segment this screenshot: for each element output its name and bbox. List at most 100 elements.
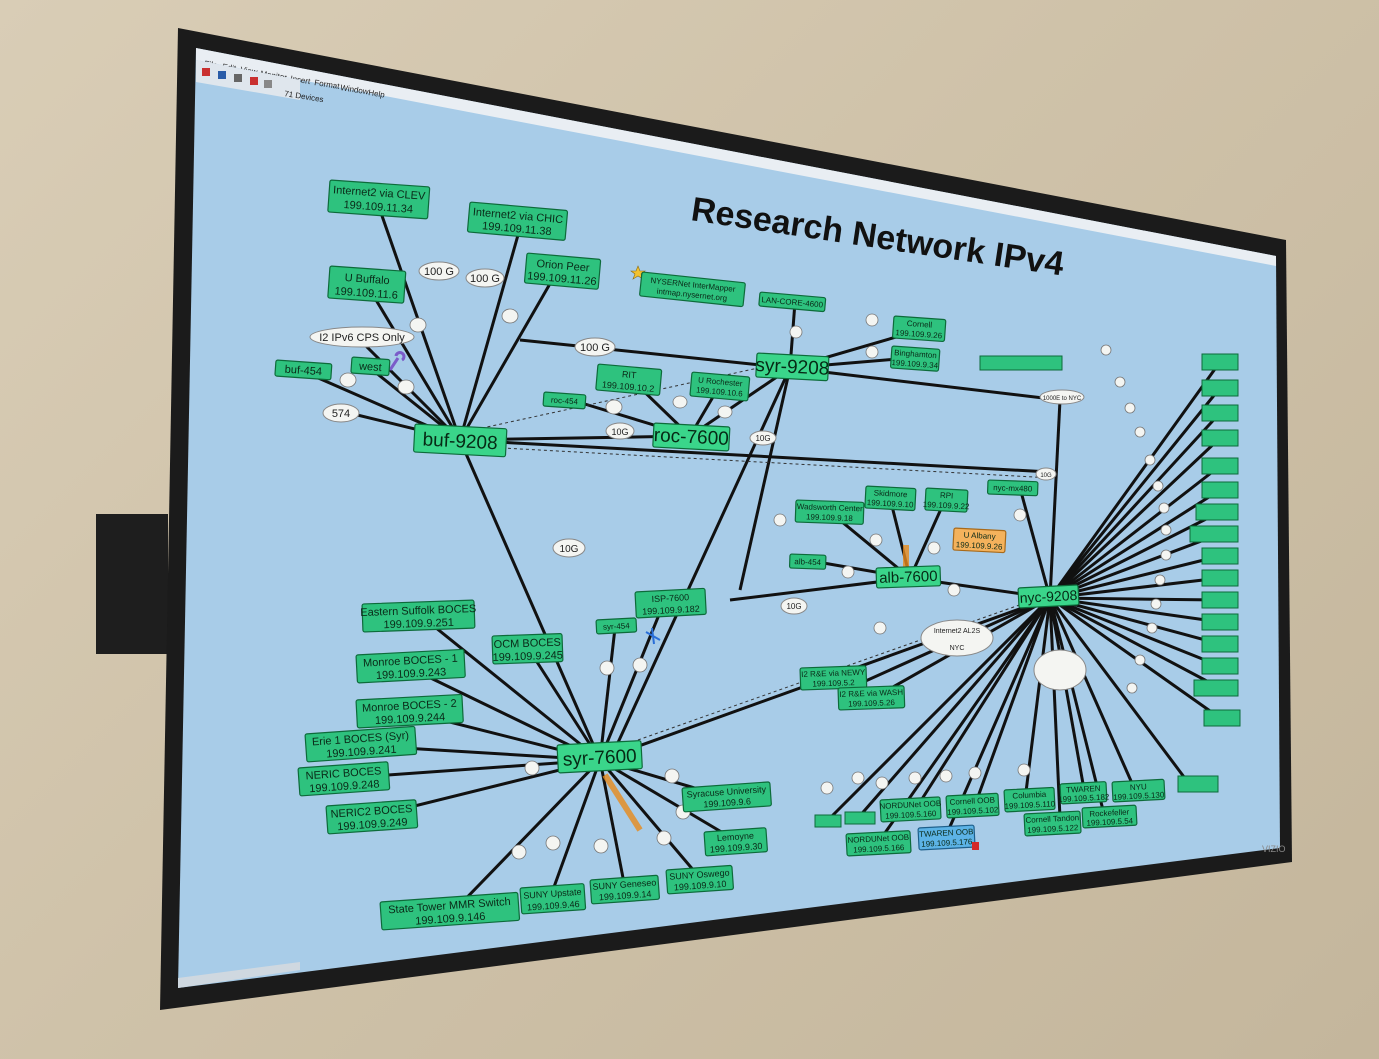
- svg-text:199.109.9.241: 199.109.9.241: [326, 744, 397, 761]
- svg-text:Cornell OOB: Cornell OOB: [949, 795, 995, 806]
- toolbar-button-1[interactable]: [202, 68, 210, 76]
- node-nyc-9208[interactable]: nyc-9208: [1017, 584, 1080, 609]
- menu-window[interactable]: Window: [340, 83, 370, 96]
- svg-text:574: 574: [332, 408, 350, 420]
- node-alb-7600[interactable]: alb-7600: [875, 565, 942, 589]
- svg-text:199.109.5.182: 199.109.5.182: [1058, 792, 1110, 804]
- node-right-3[interactable]: [1201, 404, 1239, 422]
- menu-help[interactable]: Help: [368, 88, 386, 100]
- menu-format[interactable]: Format: [314, 78, 341, 91]
- node-erie1-boces[interactable]: Erie 1 BOCES (Syr)199.109.9.241: [304, 725, 418, 763]
- node-right-5[interactable]: [1201, 457, 1239, 475]
- node-right-7[interactable]: [1195, 503, 1239, 521]
- svg-text:buf-9208: buf-9208: [422, 429, 498, 454]
- node-right-9[interactable]: [1201, 547, 1239, 565]
- svg-text:Rockefeller: Rockefeller: [1089, 808, 1130, 819]
- node-right-8[interactable]: [1189, 525, 1239, 543]
- node-syr-9208[interactable]: syr-9208: [755, 352, 830, 382]
- link-label-10g-5: 10G: [1035, 467, 1057, 481]
- toolbar-button-3[interactable]: [234, 74, 242, 82]
- node-alb-454[interactable]: alb-454: [788, 553, 827, 570]
- toolbar-button-5[interactable]: [264, 80, 272, 88]
- node-right-14[interactable]: [1201, 657, 1239, 675]
- node-right-6[interactable]: [1201, 481, 1239, 499]
- svg-text:ISP-7600: ISP-7600: [651, 592, 689, 604]
- toolbar-button-4[interactable]: [250, 77, 258, 85]
- node-lan-core-4600[interactable]: LAN-CORE-4600: [758, 291, 827, 313]
- node-right-15[interactable]: [1193, 679, 1239, 697]
- node-syr-7600[interactable]: syr-7600: [556, 740, 643, 774]
- svg-text:roc-7600: roc-7600: [653, 425, 729, 450]
- node-right-4[interactable]: [1201, 429, 1239, 447]
- svg-text:Cornell Tandon: Cornell Tandon: [1025, 813, 1079, 825]
- toolbar-button-2[interactable]: [218, 71, 226, 79]
- node-right-17[interactable]: [1177, 775, 1219, 793]
- svg-text:100 G: 100 G: [580, 342, 610, 354]
- link-dots: [339, 308, 1172, 860]
- node-right-10[interactable]: [1201, 569, 1239, 587]
- node-west[interactable]: west: [350, 356, 391, 377]
- svg-text:10G: 10G: [611, 427, 628, 437]
- node-right-12[interactable]: [1201, 613, 1239, 631]
- monitor-brand: VIZIO: [1262, 844, 1286, 854]
- node-right-2[interactable]: [1201, 379, 1239, 397]
- node-buf-9208[interactable]: buf-9208: [413, 423, 508, 458]
- node-roc-454[interactable]: roc-454: [542, 391, 587, 410]
- node-buf-454[interactable]: buf-454: [274, 359, 333, 381]
- svg-text:199.109.9.30: 199.109.9.30: [710, 841, 763, 855]
- node-top-right[interactable]: [979, 355, 1063, 371]
- svg-text:199.109.9.10: 199.109.9.10: [674, 879, 727, 893]
- svg-text:Eastern Suffolk BOCES: Eastern Suffolk BOCES: [360, 603, 476, 619]
- node-bottom-1[interactable]: [814, 814, 842, 828]
- svg-text:10G: 10G: [560, 544, 579, 555]
- node-bottom-2[interactable]: [844, 811, 876, 825]
- node-right-16[interactable]: [1203, 709, 1241, 727]
- node-syr-454[interactable]: syr-454: [595, 617, 638, 635]
- node-roc-7600[interactable]: roc-7600: [652, 422, 731, 452]
- node-nyc-mx480[interactable]: nyc-mx480: [986, 479, 1039, 497]
- node-right-13[interactable]: [1201, 635, 1239, 653]
- svg-text:199.109.9.26: 199.109.9.26: [895, 328, 943, 340]
- node-right-1[interactable]: [1201, 353, 1239, 371]
- cloud-nyc-lan: [1033, 649, 1087, 691]
- svg-text:alb-7600: alb-7600: [879, 568, 938, 587]
- node-right-11[interactable]: [1201, 591, 1239, 609]
